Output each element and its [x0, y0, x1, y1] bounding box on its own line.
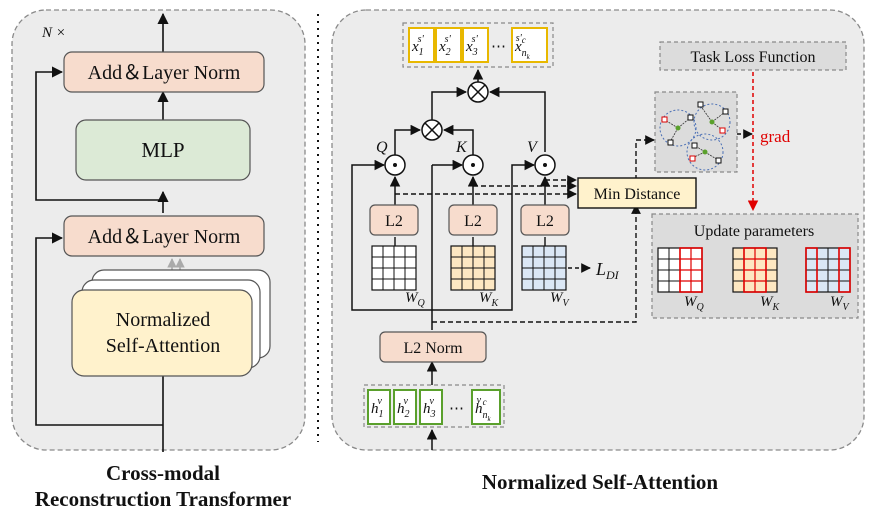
right-panel: x1s' x2s' x3s' ⋯ xnkcs' — [331, 9, 865, 451]
right-caption: Normalized Self-Attention — [482, 470, 719, 494]
l2-box-q: L2 — [369, 204, 419, 236]
add-layer-norm-top: Add＆Layer Norm — [63, 51, 265, 93]
add-layer-norm-top-label: Add＆Layer Norm — [88, 62, 241, 84]
mlp-label: MLP — [141, 138, 184, 162]
input-token-n: hnkcv — [475, 395, 492, 423]
min-distance-box: Min Distance — [577, 177, 697, 209]
nsa-label-line2: Self-Attention — [106, 335, 220, 357]
input-dots: ⋯ — [449, 401, 464, 417]
input-token-3: h3v — [423, 396, 436, 420]
multiply-top — [467, 81, 489, 103]
weight-grid-q — [371, 245, 417, 291]
l2-box-k: L2 — [448, 204, 498, 236]
input-tokens: h1v h2v h3v ⋯ hnkcv — [363, 384, 505, 428]
input-token-2: h2v — [397, 396, 410, 420]
label-wk: WK — [479, 290, 500, 309]
update-parameters-box: Update parameters WQ WK WV — [651, 213, 859, 319]
weight-grid-v — [521, 245, 567, 291]
mlp-block: MLP — [75, 119, 251, 181]
label-wq: WQ — [405, 290, 426, 309]
output-token-n: xnkcs' — [514, 33, 531, 61]
task-loss-box: Task Loss Function — [659, 41, 847, 71]
add-layer-norm-bottom-label: Add＆Layer Norm — [88, 226, 241, 248]
output-dots: ⋯ — [491, 39, 506, 55]
updated-grid-q — [657, 247, 703, 293]
dot-v — [534, 154, 556, 176]
updated-grid-k — [732, 247, 778, 293]
task-loss-label: Task Loss Function — [690, 49, 815, 66]
add-layer-norm-bottom: Add＆Layer Norm — [63, 215, 265, 257]
label-wv: WV — [550, 290, 571, 309]
left-panel: N × Add＆Layer Norm MLP Add＆Layer Norm — [11, 9, 306, 452]
update-parameters-label: Update parameters — [694, 223, 814, 240]
updated-label-wk: WK — [760, 294, 781, 313]
l2-q-label: L2 — [385, 213, 403, 230]
output-token-3: x3s' — [465, 34, 479, 58]
min-distance-label: Min Distance — [594, 186, 681, 203]
l2-norm-label: L2 Norm — [403, 340, 463, 357]
dot-k — [462, 154, 484, 176]
clustering-box — [654, 91, 738, 173]
label-k: K — [455, 139, 468, 156]
weight-grid-k — [450, 245, 496, 291]
repeat-label: N × — [41, 25, 66, 41]
dot-q — [384, 154, 406, 176]
label-q: Q — [376, 139, 388, 156]
left-caption-line1: Cross-modal — [106, 461, 220, 485]
input-token-1: h1v — [371, 396, 384, 420]
multiply-middle — [421, 119, 443, 141]
output-tokens: x1s' x2s' x3s' ⋯ xnkcs' — [402, 22, 554, 68]
l2-norm-box: L2 Norm — [379, 331, 487, 363]
left-caption-line2: Reconstruction Transformer — [35, 487, 291, 511]
l2-k-label: L2 — [464, 213, 482, 230]
normalized-self-attention-stack: Normalized Self-Attention — [71, 269, 271, 377]
label-ldi: LDI — [595, 259, 620, 282]
nsa-label-line1: Normalized — [116, 309, 210, 331]
l2-box-v: L2 — [520, 204, 570, 236]
label-v: V — [527, 139, 539, 156]
l2-v-label: L2 — [536, 213, 554, 230]
grad-label: grad — [760, 127, 791, 146]
updated-label-wq: WQ — [684, 294, 705, 313]
updated-grid-v — [805, 247, 851, 293]
output-token-1: x1s' — [411, 34, 425, 58]
updated-label-wv: WV — [830, 294, 851, 313]
output-token-2: x2s' — [438, 34, 452, 58]
